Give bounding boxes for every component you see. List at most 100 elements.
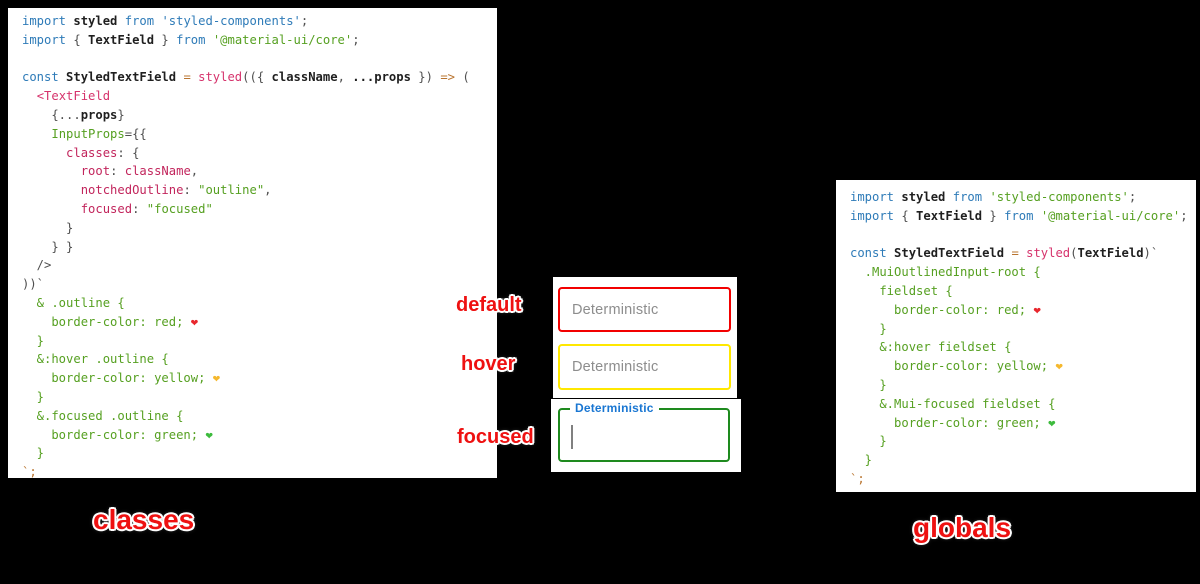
red-heart-icon: ❤ <box>190 314 199 329</box>
code-token: &:hover .outline { <box>22 352 169 367</box>
text-cursor-caret <box>571 425 573 449</box>
code-token: } <box>850 453 873 468</box>
annotation-default: default <box>456 294 522 316</box>
code-line: border-color: red; ❤ <box>850 301 1196 320</box>
code-line: &:hover fieldset { <box>850 338 1196 357</box>
code-token: const <box>22 70 59 85</box>
code-line: } } <box>22 238 497 257</box>
code-line: border-color: red; ❤ <box>22 313 497 332</box>
code-token: border-color: yellow; <box>850 359 1056 374</box>
code-token: } <box>22 446 45 461</box>
textfield-hover-state[interactable]: Deterministic <box>558 344 731 390</box>
code-token: from <box>124 14 155 28</box>
textfield-preview-card: Deterministic Deterministic <box>553 277 737 398</box>
code-line: {...props} <box>22 106 497 125</box>
code-token: ; <box>300 14 309 28</box>
code-line: &:hover .outline { <box>22 350 497 369</box>
code-token: } <box>982 208 1005 223</box>
code-line: &.Mui-focused fieldset { <box>850 395 1196 414</box>
code-token: } <box>850 377 887 392</box>
code-token: { <box>66 32 89 47</box>
code-token <box>22 164 81 178</box>
code-token: border-color: green; <box>22 427 206 442</box>
code-token: 'styled-components' <box>989 190 1129 204</box>
code-line: & .outline { <box>22 294 497 313</box>
code-token: TextField <box>88 32 155 47</box>
code-token: focused <box>80 201 133 216</box>
red-heart-icon: ❤ <box>1033 302 1041 317</box>
code-line: .MuiOutlinedInput-root { <box>850 263 1196 282</box>
code-token <box>945 190 952 204</box>
code-token: import <box>850 208 895 223</box>
textfield-placeholder: Deterministic <box>572 359 659 375</box>
code-line <box>22 50 497 69</box>
code-token <box>22 183 81 197</box>
code-token: {... <box>22 107 81 122</box>
code-token: .MuiOutlinedInput-root { <box>850 265 1041 280</box>
yellow-heart-icon: ❤ <box>212 371 221 386</box>
code-token: : { <box>117 145 140 160</box>
code-line: /> <box>22 256 497 275</box>
caption-globals: globals <box>913 512 1012 543</box>
code-token: ; <box>1180 208 1188 223</box>
code-token: StyledTextField <box>66 70 177 85</box>
code-token: &.Mui-focused fieldset { <box>850 396 1056 411</box>
code-line <box>850 226 1196 245</box>
code-token: } } <box>22 239 74 254</box>
code-token: } <box>22 333 45 348</box>
code-token: const <box>850 246 887 261</box>
code-token: '@material-ui/core' <box>1040 208 1181 223</box>
code-line: border-color: yellow; ❤ <box>850 357 1196 376</box>
code-line: InputProps={{ <box>22 125 497 144</box>
code-token: } <box>850 434 887 449</box>
code-token: notchedOutline <box>80 183 184 198</box>
code-token: border-color: red; <box>22 314 191 329</box>
code-token: , <box>337 70 353 85</box>
textfield-floating-label: Deterministic <box>570 401 659 415</box>
code-token: `; <box>850 471 865 486</box>
textfield-default-state[interactable]: Deterministic <box>558 287 731 332</box>
code-line: } <box>850 376 1196 395</box>
code-token <box>22 89 37 103</box>
caption-classes: classes <box>93 504 195 535</box>
code-token: /> <box>22 258 52 273</box>
code-token: import <box>22 14 67 28</box>
code-token: ...props <box>352 70 411 85</box>
code-token: = <box>1011 246 1019 261</box>
code-line: } <box>22 332 497 351</box>
green-heart-icon: ❤ <box>205 427 213 442</box>
code-token: styled <box>73 14 118 28</box>
code-token: ; <box>1128 190 1137 204</box>
textfield-focused-state[interactable]: Deterministic <box>558 401 730 462</box>
code-token: className <box>271 70 338 85</box>
code-token: import <box>22 32 67 47</box>
code-token: from <box>1004 208 1034 223</box>
code-token: &:hover fieldset { <box>850 340 1012 355</box>
code-token: &.focused .outline { <box>22 408 184 423</box>
annotation-focused: focused <box>457 426 534 448</box>
code-token <box>59 70 66 84</box>
code-token: ; <box>352 32 360 47</box>
code-token: `; <box>22 465 37 478</box>
code-token: "focused" <box>146 201 213 216</box>
code-token: InputProps <box>51 126 125 141</box>
code-token: } <box>154 32 177 47</box>
code-token <box>22 202 81 216</box>
code-line: border-color: yellow; ❤ <box>22 369 497 388</box>
code-token <box>205 33 212 47</box>
code-line: import styled from 'styled-components'; <box>22 12 497 31</box>
code-line: `; <box>22 463 497 478</box>
code-line: } <box>850 432 1196 451</box>
code-token: from <box>952 190 983 204</box>
code-token <box>22 127 51 141</box>
code-token: <TextField <box>36 89 111 104</box>
code-token: ( <box>1070 246 1078 261</box>
code-token <box>117 14 124 28</box>
code-line: const StyledTextField = styled(({ classN… <box>22 68 497 87</box>
code-line: border-color: green; ❤ <box>850 414 1196 433</box>
code-token: styled <box>198 70 243 85</box>
code-line: } <box>22 219 497 238</box>
code-token: from <box>176 32 206 47</box>
code-token: border-color: red; <box>850 302 1034 317</box>
code-line: import styled from 'styled-components'; <box>850 188 1196 207</box>
